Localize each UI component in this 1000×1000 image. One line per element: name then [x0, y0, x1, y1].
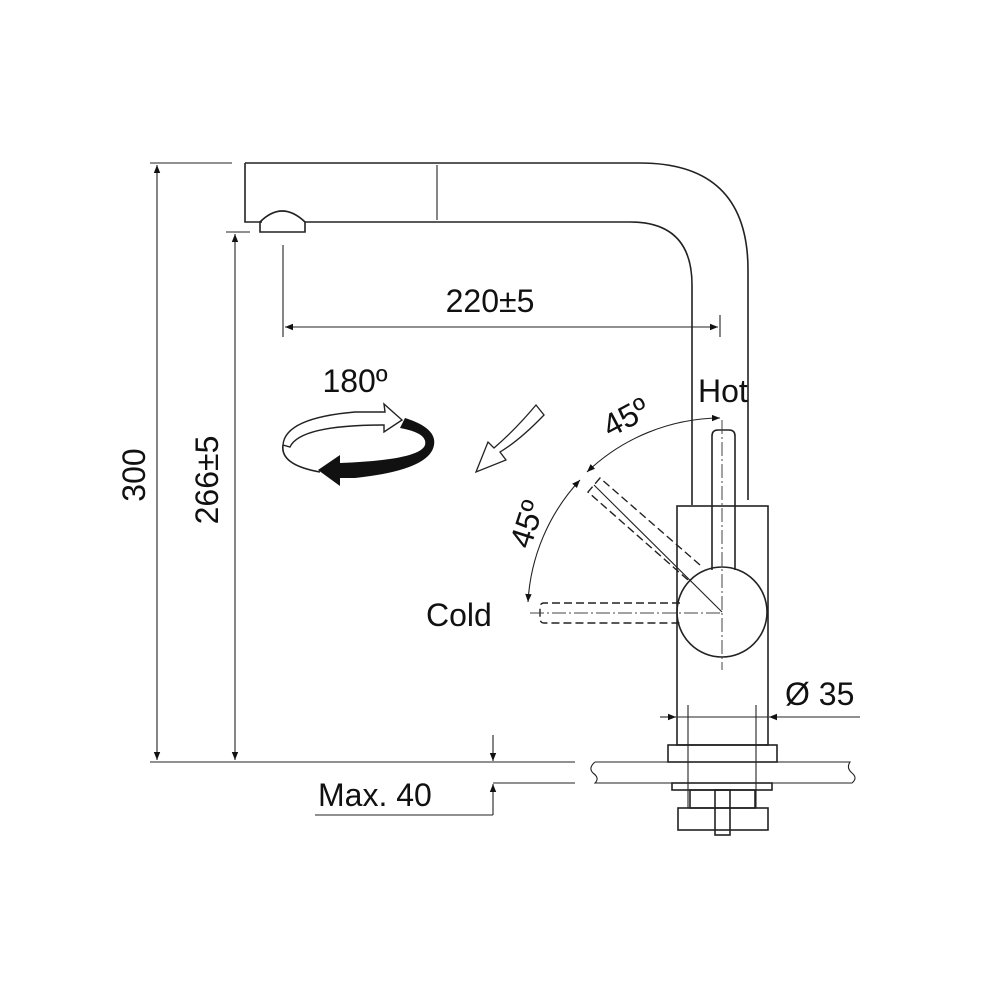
angle-hot-label: 45º [596, 390, 655, 444]
hot-label: Hot [698, 373, 748, 409]
dimension-220-label: 220±5 [446, 283, 535, 319]
mid-lever-dashed [587, 477, 701, 581]
dimension-300-label: 300 [116, 448, 152, 501]
dimension-diameter: Ø 35 [660, 676, 860, 721]
hot-lever [711, 429, 736, 570]
faucet-body [530, 420, 778, 808]
diameter-label: Ø 35 [785, 676, 854, 712]
angle-cold-label: 45º [502, 496, 551, 552]
spout [244, 162, 749, 505]
dimension-266-label: 266±5 [189, 436, 225, 525]
dimension-300: 300 [116, 162, 232, 760]
cold-label: Cold [426, 597, 492, 633]
max-40-label: Max. 40 [318, 777, 432, 813]
dimension-220: 220±5 [282, 245, 721, 337]
dimension-max-40: Max. 40 [315, 735, 497, 816]
swivel-arrow-icon [474, 403, 545, 474]
aerator [259, 210, 306, 233]
dimension-266: 266±5 [189, 231, 250, 760]
countertop [150, 761, 856, 836]
rotation-180-icon: 180º [282, 363, 435, 486]
rotation-label: 180º [322, 363, 387, 399]
